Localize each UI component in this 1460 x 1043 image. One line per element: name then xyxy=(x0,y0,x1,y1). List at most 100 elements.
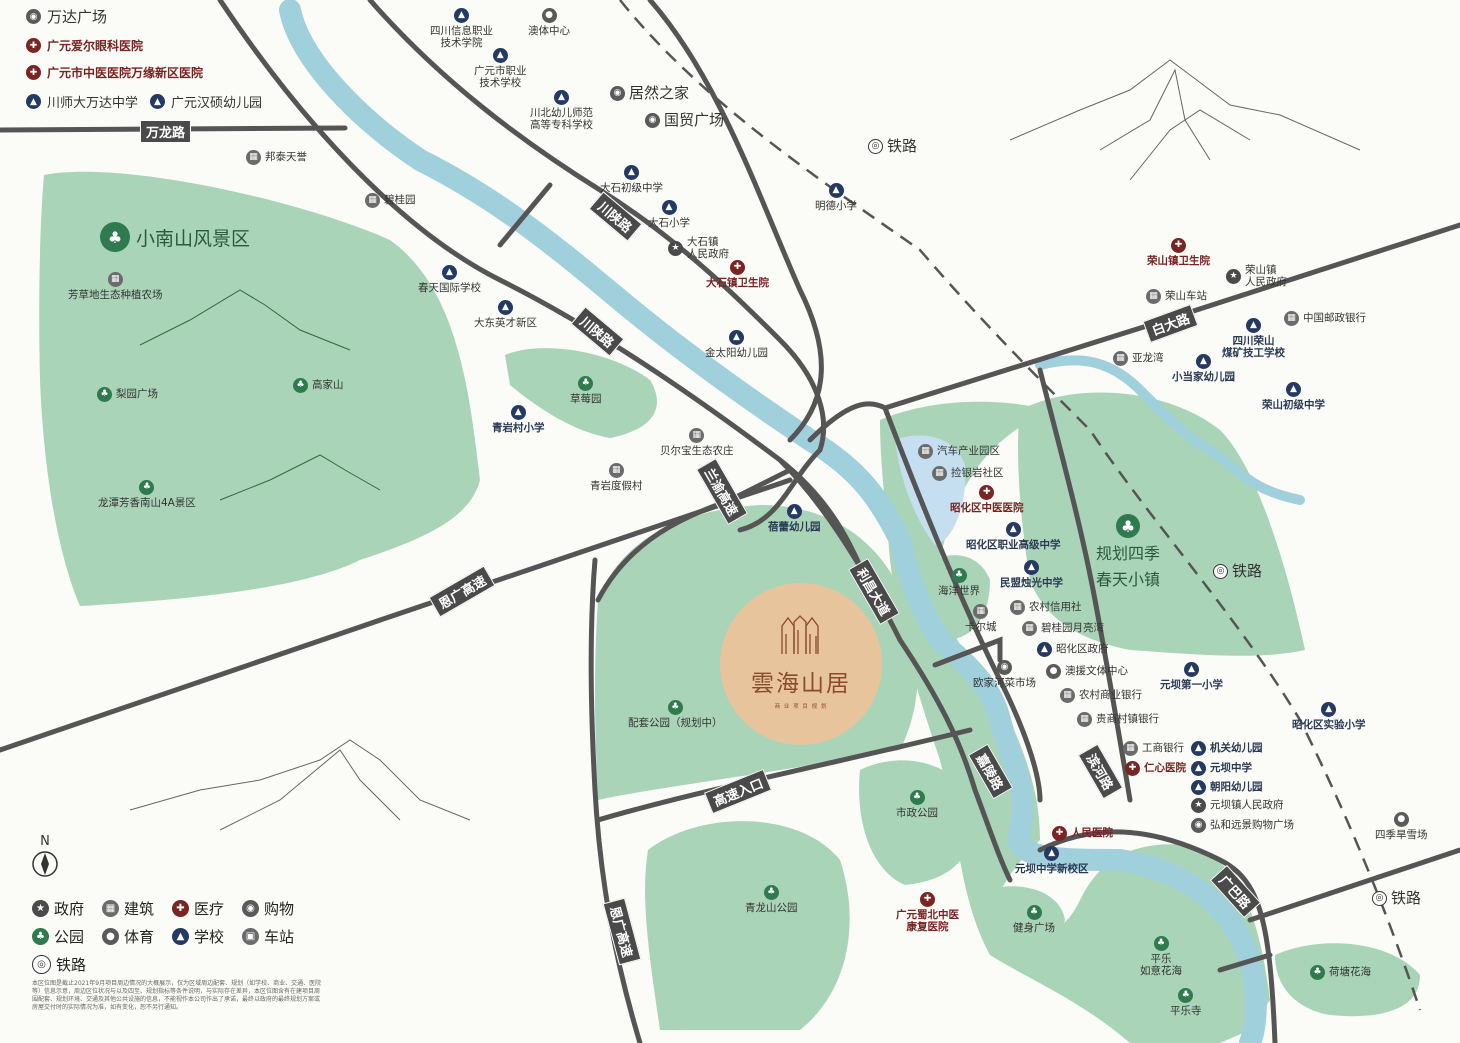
legend-item[interactable]: ★政府 xyxy=(32,898,84,919)
poi-rail1[interactable]: ◎铁路 xyxy=(868,137,917,155)
poi-juran[interactable]: ◉居然之家 xyxy=(610,84,689,102)
top-school-label: 广元汉硕幼儿园 xyxy=(171,96,263,111)
poi-shubei[interactable]: ✚广元蜀北中医 康复医院 xyxy=(896,892,959,933)
poi-rail3[interactable]: ◎铁路 xyxy=(1372,889,1421,907)
legend-item[interactable]: ▦建筑 xyxy=(102,898,154,919)
poi-label: 昭化区政府 xyxy=(1056,643,1109,656)
poi-zhaohua-sy[interactable]: ▲昭化区实验小学 xyxy=(1292,702,1366,731)
park-icon: ♣ xyxy=(909,790,925,805)
poi-jiguan[interactable]: ▲机关幼儿园 xyxy=(1191,741,1263,756)
poi-zhaohua-zj[interactable]: ▲昭化区职业高级中学 xyxy=(966,522,1061,551)
poi-yuanba-xxq[interactable]: ▲元坝中学新校区 xyxy=(1015,846,1089,875)
poi-rail2[interactable]: ◎铁路 xyxy=(1213,562,1262,580)
poi-yuanba-zx[interactable]: ▲元坝中学 xyxy=(1191,761,1252,776)
poi-beier[interactable]: ▦贝尔宝生态农庄 xyxy=(660,428,734,457)
poi-shizheng[interactable]: ♣ 市政公园 xyxy=(896,790,938,819)
poi-zhaohua-gov[interactable]: ▲昭化区政府 xyxy=(1037,642,1109,657)
sport-icon: ● xyxy=(1393,812,1409,827)
top-legend-schools[interactable]: ▲ 川师大万达中学 ▲ 广元汉硕幼儿园 xyxy=(26,92,262,111)
project-marker[interactable]: 雲海山居 商 业 项 目 规 划 xyxy=(720,583,882,745)
poi-beilei[interactable]: ▲蓓蕾幼儿园 xyxy=(768,504,821,533)
poi-mingde[interactable]: ▲明德小学 xyxy=(815,183,857,212)
poi-rongshan-cz[interactable]: ▦荣山车站 xyxy=(1146,289,1207,304)
poi-chuanbei[interactable]: ▲川北幼儿师范 高等专科学校 xyxy=(530,90,593,131)
poi-pingle-s[interactable]: ♣平乐寺 xyxy=(1170,988,1202,1017)
poi-chaoyang[interactable]: ▲朝阳幼儿园 xyxy=(1191,780,1263,795)
poi-renxin[interactable]: ✚仁心医院 xyxy=(1125,761,1186,776)
poi-label: 亚龙湾 xyxy=(1132,352,1164,365)
poi-label: 梨园广场 xyxy=(116,388,158,401)
poi-siji-xx[interactable]: ●四季旱雪场 xyxy=(1375,812,1428,841)
poi-nongcun-xys[interactable]: ▦农村信用社 xyxy=(1010,600,1082,615)
poi-dashi-wsy[interactable]: ✚大石镇卫生院 xyxy=(706,260,769,289)
poi-yalongwan[interactable]: ▦亚龙湾 xyxy=(1113,351,1164,366)
poi-wanda-top[interactable]: ▲四川信息职业 技术学院 xyxy=(430,8,493,49)
poi-qinglong[interactable]: ♣青龙山公园 xyxy=(745,885,798,914)
poi-dashi-xiao[interactable]: ▲大石小学 xyxy=(648,200,690,229)
poi-biguiyuan[interactable]: ▦碧桂园 xyxy=(365,193,416,208)
poi-dadong[interactable]: ▲大东英才新区 xyxy=(474,300,537,329)
poi-jianshen[interactable]: ♣健身广场 xyxy=(1013,905,1055,934)
legend-item[interactable]: ▣车站 xyxy=(242,926,294,947)
poi-zhaohua-zy[interactable]: ✚昭化区中医医院 xyxy=(950,485,1024,514)
poi-youzheng[interactable]: ▦中国邮政银行 xyxy=(1284,311,1366,326)
poi-qingyan[interactable]: ▲青岩村小学 xyxy=(492,405,545,434)
poi-yuanba-gov[interactable]: ★元坝镇人民政府 xyxy=(1191,798,1284,813)
poi-jintaiyang[interactable]: ▲金太阳幼儿园 xyxy=(705,330,768,359)
legend-item[interactable]: ✚医疗 xyxy=(172,898,224,919)
poi-chuntian[interactable]: ▲春天国际学校 xyxy=(418,265,481,294)
mountain-sketch-green xyxy=(139,289,381,501)
poi-meikuang[interactable]: ▲四川荣山 煤矿技工学校 xyxy=(1222,318,1285,359)
poi-qingyan-dj[interactable]: ▦青岩度假村 xyxy=(590,463,643,492)
poi-zhiye[interactable]: ▲广元市职业 技术学校 xyxy=(474,48,527,89)
park-xiaonanshan[interactable]: ♣ 小南山风景区 xyxy=(100,222,250,252)
legend-label: 车站 xyxy=(264,928,295,946)
poi-hetang[interactable]: ♣荷塘花海 xyxy=(1310,965,1371,980)
poi-rongshan-gov[interactable]: ★荣山镇 人民政府 xyxy=(1226,264,1287,288)
legend-item[interactable]: ▲学校 xyxy=(172,926,224,947)
poi-rongshan-cz2[interactable]: ▲荣山初级中学 xyxy=(1262,382,1325,411)
poi-label: 市政公园 xyxy=(896,807,938,819)
top-legend-zhongyi[interactable]: ✚ 广元市中医医院万缘新区医院 xyxy=(26,64,203,81)
poi-gaojiashan[interactable]: ♣高家山 xyxy=(293,378,344,393)
poi-shanyin[interactable]: ▦捡银岩社区 xyxy=(932,466,1004,481)
medical-icon: ✚ xyxy=(172,900,189,917)
legend-item[interactable]: ◎铁路 xyxy=(32,954,86,975)
poi-biguiyuan-yl[interactable]: ▦碧桂园月亮湾 xyxy=(1022,621,1104,636)
poi-yuanba1[interactable]: ▲元坝第一小学 xyxy=(1160,662,1223,691)
poi-hongfu[interactable]: ◉弘和远景购物广场 xyxy=(1191,818,1294,833)
poi-longtan[interactable]: ♣龙潭芳香南山4A景区 xyxy=(98,480,196,509)
poi-dashi-gov[interactable]: ★大石镇 人民政府 xyxy=(668,236,729,260)
top-legend-aier[interactable]: ✚ 广元爱尔眼科医院 xyxy=(26,37,143,54)
poi-fangcao[interactable]: ▦芳草地生态种植农场 xyxy=(68,272,163,301)
park-label: 春天小镇 xyxy=(1096,570,1161,589)
poi-pingle-ry[interactable]: ♣平乐 如意花海 xyxy=(1140,936,1182,977)
poi-dashi-chu[interactable]: ▲大石初级中学 xyxy=(600,165,663,194)
legend-item[interactable]: ♣公园 xyxy=(32,926,84,947)
poi-haiyang[interactable]: ♣海洋世界 xyxy=(938,568,980,597)
government-icon: ★ xyxy=(668,240,683,256)
building-icon: ▦ xyxy=(1077,712,1092,727)
top-legend-wanda[interactable]: ◉ 万达广场 xyxy=(26,6,107,27)
poi-guomao[interactable]: ◉国贸广场 xyxy=(645,111,724,129)
poi-peitao[interactable]: ♣配套公园（规划中） xyxy=(628,700,723,729)
poi-guishang[interactable]: ▦贵商村镇银行 xyxy=(1077,712,1159,727)
poi-rongshan-wsy[interactable]: ✚荣山镇卫生院 xyxy=(1147,238,1210,267)
medical-icon: ✚ xyxy=(1125,761,1140,776)
legend-item[interactable]: ●体育 xyxy=(102,926,154,947)
poi-xiaodangjia[interactable]: ▲小当家幼儿园 xyxy=(1172,354,1235,383)
poi-qiche[interactable]: ▦汽车产业园区 xyxy=(918,444,1000,459)
poi-minmeng[interactable]: ▲民盟烛光中学 xyxy=(1000,560,1063,589)
poi-bangtai[interactable]: ▦邦泰天誉 xyxy=(246,150,307,165)
poi-aoti[interactable]: ●澳体中心 xyxy=(528,8,570,37)
poi-gongshang[interactable]: ▦工商银行 xyxy=(1123,741,1184,756)
poi-caomei[interactable]: ♣草莓园 xyxy=(570,376,602,405)
poi-nongcun-sy[interactable]: ▦农村商业银行 xyxy=(1060,688,1142,703)
poi-kaerc[interactable]: ▦卡尔城 xyxy=(965,604,997,633)
poi-liyuan[interactable]: ♣梨园广场 xyxy=(97,387,158,402)
poi-renmin[interactable]: ✚人民医院 xyxy=(1052,826,1113,841)
park-sijichuntian[interactable]: ♣ 规划四季 春天小镇 xyxy=(1096,514,1160,590)
legend-item[interactable]: ◉购物 xyxy=(242,898,294,919)
poi-oujiahe[interactable]: ◉欧家河菜市场 xyxy=(973,660,1036,689)
poi-aoyuan[interactable]: ●澳援文体中心 xyxy=(1046,664,1128,679)
